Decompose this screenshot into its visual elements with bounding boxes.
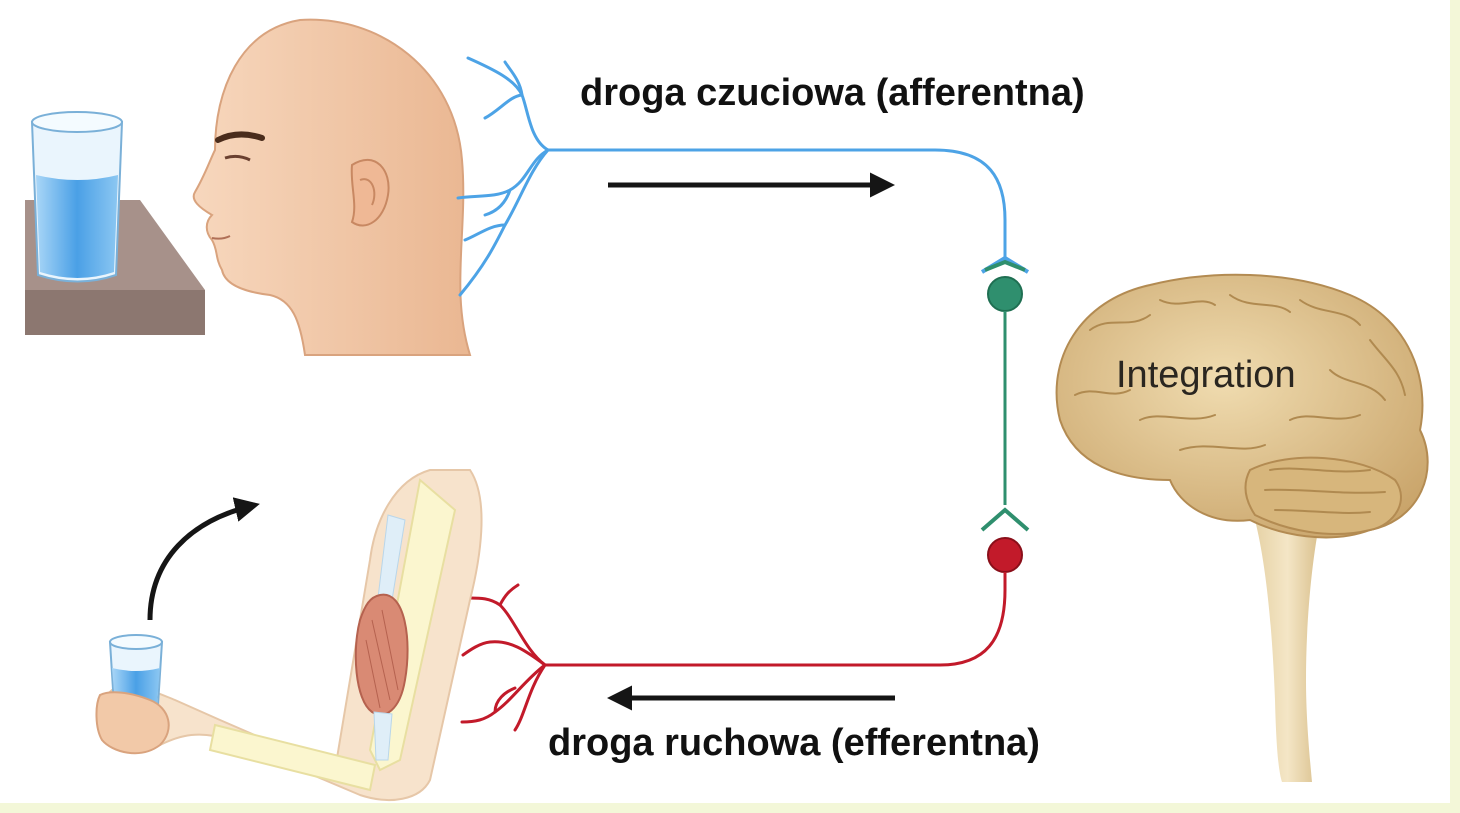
forearm-bones <box>208 723 377 792</box>
brain-illustration <box>1055 273 1429 782</box>
mouth <box>211 235 231 240</box>
motor-neuron <box>545 537 1023 667</box>
hand <box>95 691 170 755</box>
ear <box>350 158 390 227</box>
eye <box>224 154 251 162</box>
afferent-pathway <box>548 148 1007 262</box>
head-illustration <box>192 18 472 356</box>
curved-motion-arrow <box>147 497 260 621</box>
head <box>192 18 472 356</box>
glass-icon <box>30 111 124 283</box>
lower-tendon <box>373 711 393 761</box>
interneuron-cell-body <box>987 276 1023 312</box>
integration-label: Integration <box>1116 354 1296 396</box>
sensory-receptor-branches <box>456 56 550 297</box>
efferent-pathway <box>545 572 1007 667</box>
arm-illustration <box>95 469 483 801</box>
motor-neuron-cell-body <box>987 537 1023 573</box>
table-edge <box>25 290 205 335</box>
cerebellum <box>1244 456 1402 536</box>
motor-effector-branches <box>460 583 547 732</box>
interneuron <box>980 259 1030 532</box>
brainstem <box>1255 520 1320 782</box>
biceps-muscle-icon <box>354 593 409 716</box>
table-with-glass <box>25 111 205 335</box>
efferent-pathway-label: droga ruchowa (efferentna) <box>548 722 1040 764</box>
afferent-pathway-label: droga czuciowa (afferentna) <box>580 72 1085 114</box>
eyebrow <box>215 131 265 143</box>
